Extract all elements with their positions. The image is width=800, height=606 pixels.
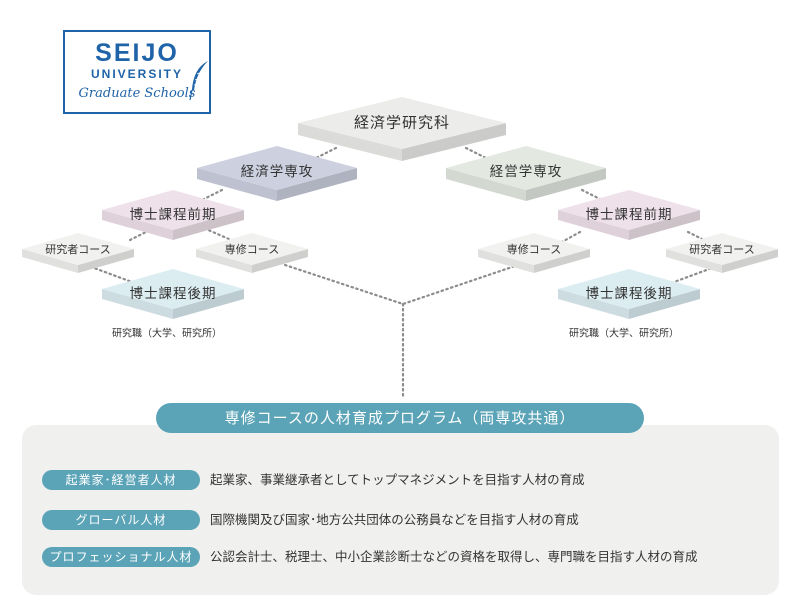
- program-row-label-entrepreneur: 起業家･経営者人材: [42, 470, 200, 490]
- slab-left-special-course-top-face: [196, 233, 308, 265]
- logo-seijo: SEIJO: [95, 39, 179, 67]
- slab-left-second-term-top-face: [102, 269, 244, 309]
- program-row-label-global: グローバル人材: [42, 510, 200, 530]
- slab-right-first-term-top-face: [558, 190, 700, 230]
- slab-management-major-top-face: [446, 146, 606, 190]
- slab-graduate-school: [298, 97, 506, 161]
- logo-university: UNIVERSITY: [90, 67, 183, 81]
- slab-right-second-term: [558, 269, 700, 319]
- program-row-text-entrepreneur: 起業家、事業継承者としてトップマネジメントを目指す人材の育成: [210, 472, 585, 487]
- slab-left-first-term-right-side: [173, 210, 244, 240]
- slab-right-special-course-left-side: [478, 249, 534, 273]
- slab-left-special-course-right-side: [252, 249, 308, 273]
- slab-left-second-term: [102, 269, 244, 319]
- slab-right-second-term-right-side: [629, 289, 700, 319]
- slab-right-researcher-course-top-face: [666, 233, 778, 265]
- slab-economics-major: [197, 146, 357, 201]
- slab-right-researcher-course-left-side: [666, 249, 722, 273]
- slab-left-researcher-course: [22, 233, 134, 273]
- slab-right-second-term-top-face: [558, 269, 700, 309]
- program-row-text-global: 国際機関及び国家･地方公共団体の公務員などを目指す人材の育成: [210, 512, 579, 527]
- slab-graduate-school-right-side: [402, 123, 506, 161]
- seijo-logo: SEIJO UNIVERSITY Graduate Schools: [63, 30, 211, 114]
- program-title: 専修コースの人材育成プログラム（両専攻共通）: [156, 403, 644, 433]
- slab-right-researcher-course-right-side: [722, 249, 778, 273]
- slab-right-special-course-top-face: [478, 233, 590, 265]
- program-row-label-professional: プロフェッショナル人材: [42, 547, 200, 567]
- slab-management-major: [446, 146, 606, 201]
- slab-left-first-term: [102, 190, 244, 240]
- slab-left-researcher-course-left-side: [22, 249, 78, 273]
- slab-management-major-left-side: [446, 168, 526, 201]
- logo-graduate-schools: Graduate Schools: [78, 86, 196, 101]
- slab-right-second-term-left-side: [558, 289, 629, 319]
- slab-left-second-term-right-side: [173, 289, 244, 319]
- quill-icon: [189, 61, 208, 101]
- slab-right-first-term-left-side: [558, 210, 629, 240]
- program-row-text-professional: 公認会計士、税理士、中小企業診断士などの資格を取得し、専門職を目指す人材の育成: [210, 549, 698, 564]
- slab-left-researcher-course-top-face: [22, 233, 134, 265]
- slab-left-special-course-left-side: [196, 249, 252, 273]
- connector-lines: [84, 146, 722, 400]
- slab-economics-major-right-side: [277, 168, 357, 201]
- slab-right-special-course-right-side: [534, 249, 590, 273]
- slab-left-special-course: [196, 233, 308, 273]
- slab-left-second-term-left-side: [102, 289, 173, 319]
- slab-management-major-right-side: [526, 168, 606, 201]
- slab-left-researcher-course-right-side: [78, 249, 134, 273]
- slab-right-first-term: [558, 190, 700, 240]
- slab-economics-major-left-side: [197, 168, 277, 201]
- slab-graduate-school-top-face: [298, 97, 506, 149]
- slab-economics-major-top-face: [197, 146, 357, 190]
- slab-right-special-course: [478, 233, 590, 273]
- slab-left-first-term-left-side: [102, 210, 173, 240]
- slab-right-researcher-course: [666, 233, 778, 273]
- slab-left-first-term-top-face: [102, 190, 244, 230]
- slab-right-first-term-right-side: [629, 210, 700, 240]
- org-diagram: [22, 97, 778, 400]
- slab-graduate-school-left-side: [298, 123, 402, 161]
